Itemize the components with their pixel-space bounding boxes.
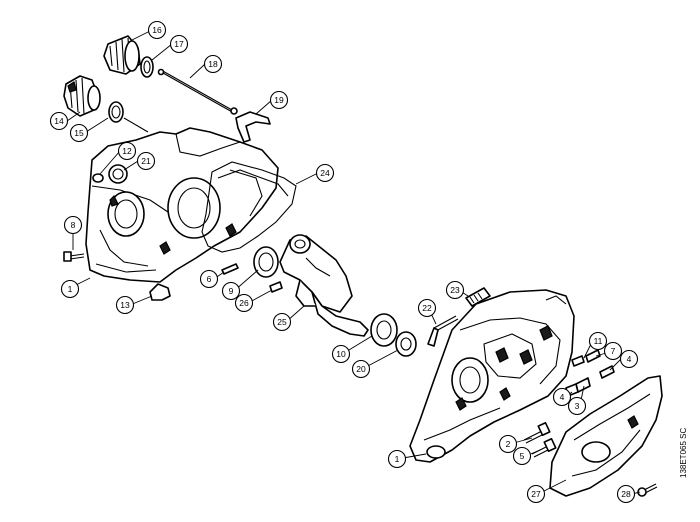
callout-7: 7 — [603, 341, 623, 361]
part-1-crankcase-left — [85, 127, 279, 283]
callout-10: 10 — [331, 344, 351, 364]
svg-text:22: 22 — [422, 303, 432, 313]
svg-text:12: 12 — [122, 146, 132, 156]
svg-text:11: 11 — [594, 336, 603, 346]
svg-text:25: 25 — [277, 317, 287, 327]
svg-text:1: 1 — [68, 284, 73, 294]
part-13-cap — [149, 283, 171, 301]
part-22-bolt — [427, 315, 459, 347]
callout-13: 13 — [115, 295, 135, 315]
callout-1-left: 1 — [60, 279, 80, 299]
callout-28: 28 — [616, 484, 636, 504]
part-19-bracket — [235, 111, 271, 143]
svg-text:2: 2 — [506, 439, 511, 449]
callout-2: 2 — [498, 434, 518, 454]
part-24-gasket — [201, 161, 297, 253]
part-23-stud — [465, 287, 491, 307]
callout-6: 6 — [199, 269, 219, 289]
callout-27: 27 — [526, 484, 546, 504]
svg-text:23: 23 — [450, 285, 460, 295]
part-5-screw — [531, 437, 557, 458]
part-17-ring — [140, 56, 154, 78]
callout-26: 26 — [234, 293, 254, 313]
part-9-bearing — [253, 246, 279, 278]
part-12-plug — [92, 173, 104, 183]
part-10-bearing — [370, 313, 398, 347]
callout-9: 9 — [221, 281, 241, 301]
svg-text:1: 1 — [395, 454, 400, 464]
callout-12: 12 — [117, 141, 137, 161]
part-8-screw — [63, 251, 85, 262]
callout-15: 15 — [69, 123, 89, 143]
svg-text:4: 4 — [627, 354, 632, 364]
part-1-crankcase-right — [409, 289, 575, 463]
svg-text:24: 24 — [320, 168, 330, 178]
part-7-screw — [585, 349, 601, 363]
svg-text:13: 13 — [120, 300, 130, 310]
part-18-rod — [157, 68, 238, 115]
svg-text:9: 9 — [229, 286, 234, 296]
svg-text:20: 20 — [356, 364, 366, 374]
svg-text:5: 5 — [520, 451, 525, 461]
callout-16: 16 — [147, 20, 167, 40]
part-21-seal — [108, 164, 128, 184]
part-25-crankshaft — [279, 234, 369, 337]
svg-text:28: 28 — [621, 489, 631, 499]
svg-text:4: 4 — [560, 392, 565, 402]
part-2-screw — [523, 421, 551, 444]
part-27-cover — [549, 375, 663, 497]
callout-24: 24 — [315, 163, 335, 183]
callout-4-right: 4 — [619, 349, 639, 369]
svg-text:14: 14 — [54, 116, 64, 126]
part-14-valve — [63, 75, 101, 117]
callout-17: 17 — [169, 34, 189, 54]
svg-text:17: 17 — [174, 39, 184, 49]
callout-18: 18 — [203, 54, 223, 74]
part-6-pin — [221, 263, 239, 275]
part-28-screw — [637, 483, 658, 497]
callout-19: 19 — [269, 90, 289, 110]
svg-text:8: 8 — [71, 220, 76, 230]
part-20-seal — [395, 331, 417, 357]
svg-text:26: 26 — [239, 298, 249, 308]
svg-text:27: 27 — [531, 489, 541, 499]
callout-20: 20 — [351, 359, 371, 379]
svg-text:3: 3 — [575, 401, 580, 411]
svg-text:6: 6 — [207, 274, 212, 284]
callout-11: 11 — [588, 331, 608, 351]
svg-text:10: 10 — [336, 349, 346, 359]
svg-text:18: 18 — [208, 59, 218, 69]
callout-23: 23 — [445, 280, 465, 300]
part-16-bushing — [103, 35, 141, 75]
part-15-oring — [108, 101, 149, 133]
callout-14: 14 — [49, 111, 69, 131]
drawing-code: 138ET065 SC — [679, 428, 688, 478]
callout-3: 3 — [567, 396, 587, 416]
svg-text:16: 16 — [152, 25, 162, 35]
callout-25: 25 — [272, 312, 292, 332]
callout-5: 5 — [512, 446, 532, 466]
part-11-screw — [571, 355, 585, 367]
svg-text:15: 15 — [74, 128, 84, 138]
callout-4-left: 4 — [552, 387, 572, 407]
svg-text:7: 7 — [611, 346, 616, 356]
svg-text:19: 19 — [274, 95, 284, 105]
callout-8: 8 — [63, 215, 83, 235]
callout-22: 22 — [417, 298, 437, 318]
svg-text:21: 21 — [141, 156, 151, 166]
callout-21: 21 — [136, 151, 156, 171]
callout-1-right: 1 — [387, 449, 407, 469]
